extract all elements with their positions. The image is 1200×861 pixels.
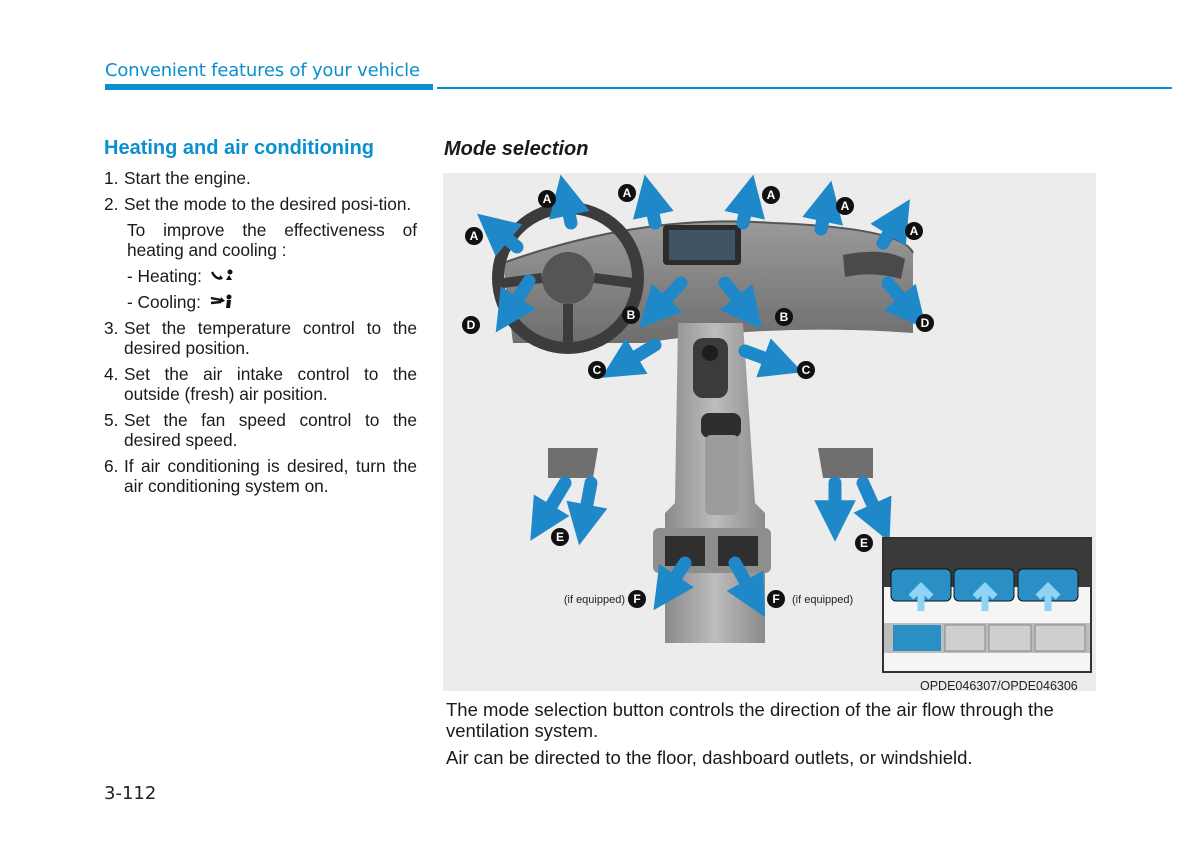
label-a4: A (836, 197, 854, 215)
section-header-title: Convenient features of your vehicle (105, 60, 420, 81)
control-panel-inset (882, 537, 1092, 673)
label-d2: D (916, 314, 934, 332)
svg-text:A: A (767, 188, 776, 202)
svg-text:A: A (470, 229, 479, 243)
label-c2: C (797, 361, 815, 379)
label-f1: F (628, 590, 646, 608)
svg-text:D: D (467, 318, 476, 332)
label-a5: A (905, 222, 923, 240)
label-e2: E (855, 534, 873, 552)
header-rule-thick (105, 84, 433, 90)
svg-text:A: A (910, 224, 919, 238)
label-e1: E (551, 528, 569, 546)
page-number: 3-112 (104, 783, 157, 804)
if-equipped-left: (if equipped) (564, 594, 625, 606)
heating-line: - Heating: (104, 266, 417, 286)
caption-paragraph-2: Air can be directed to the floor, dashbo… (446, 747, 973, 768)
step-1: 1.Start the engine. (104, 168, 251, 188)
svg-text:E: E (556, 530, 564, 544)
svg-text:D: D (921, 316, 930, 330)
step-2: 2.Set the mode to the desired posi-tion. (104, 194, 412, 214)
svg-text:A: A (623, 186, 632, 200)
mode-caption: The mode selection button controls the d… (446, 699, 1106, 774)
svg-text:C: C (593, 363, 602, 377)
step-6: 6.If air conditioning is desired, turn t… (104, 456, 417, 496)
svg-text:B: B (780, 310, 789, 324)
label-a3: A (762, 186, 780, 204)
label-d1: D (462, 316, 480, 334)
step-3: 3.Set the temperature control to the des… (104, 318, 417, 358)
label-f2: F (767, 590, 785, 608)
dashboard-illustration: A A A A A A B B C C D D E E F F (if equi… (462, 174, 1092, 673)
label-b1: B (622, 306, 640, 324)
cooling-line: - Cooling: (104, 292, 417, 312)
svg-text:C: C (802, 363, 811, 377)
airflow-arrows (477, 174, 927, 618)
svg-text:F: F (633, 592, 640, 606)
header-rule-thin (437, 87, 1172, 89)
heating-ac-title: Heating and air conditioning (104, 137, 374, 159)
label-b2: B (775, 308, 793, 326)
svg-text:B: B (627, 308, 636, 322)
heating-label: - Heating: (127, 266, 202, 286)
mode-selection-title: Mode selection (444, 138, 589, 160)
instructions-column: Heating and air conditioning 1.Start the… (104, 138, 417, 502)
tip-text: To improve the effectiveness of heating … (127, 220, 417, 260)
svg-text:F: F (772, 592, 779, 606)
svg-text:A: A (543, 192, 552, 206)
mode-selection-figure: A A A A A A B B C C D D E E F F (if equi… (443, 173, 1096, 691)
label-a2: A (618, 184, 636, 202)
step-5: 5.Set the fan speed control to the desir… (104, 410, 417, 450)
svg-text:E: E (860, 536, 868, 550)
svg-text:A: A (841, 199, 850, 213)
cooling-label: - Cooling: (127, 292, 201, 312)
face-mode-icon (210, 294, 232, 308)
figure-code: OPDE046307/OPDE046306 (920, 679, 1078, 693)
if-equipped-right: (if equipped) (792, 594, 853, 606)
label-c1: C (588, 361, 606, 379)
label-a6: A (465, 227, 483, 245)
dashboard-shape (503, 221, 913, 343)
floor-mode-icon (210, 269, 233, 280)
label-a1: A (538, 190, 556, 208)
caption-paragraph-1: The mode selection button controls the d… (446, 699, 1054, 741)
step-4: 4.Set the air intake control to the outs… (104, 364, 417, 404)
